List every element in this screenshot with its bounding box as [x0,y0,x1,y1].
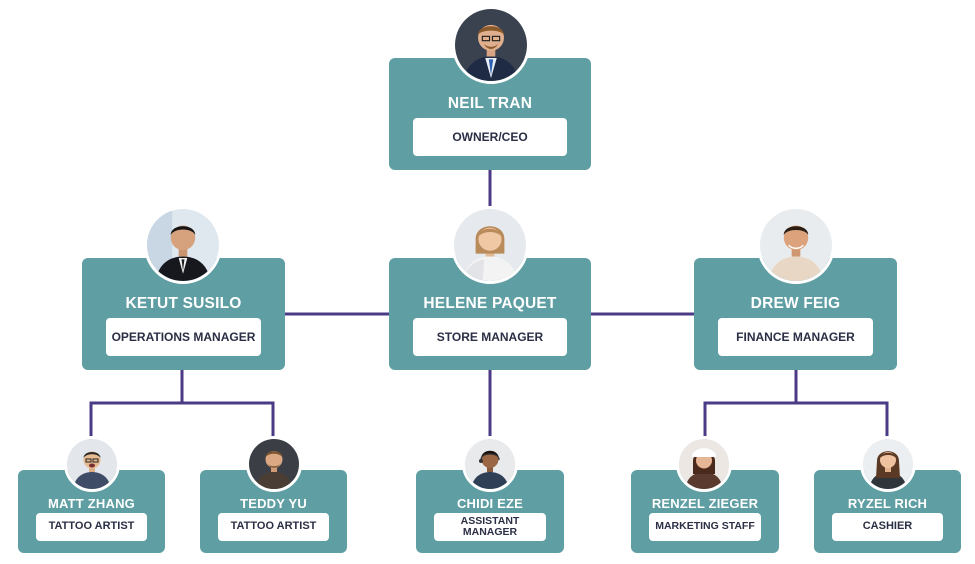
avatar-photo [757,206,835,284]
node-name: RENZEL ZIEGER [651,496,759,511]
node-name: KETUT SUSILO [125,295,242,312]
avatar-photo [462,436,518,492]
node-role: CASHIER [832,513,943,541]
node-role: FINANCE MANAGER [718,318,873,356]
avatar-photo [64,436,120,492]
avatar-photo [676,436,732,492]
avatar-photo [452,6,530,84]
node-role: OPERATIONS MANAGER [106,318,261,356]
org-node-tattoo-artist-2[interactable]: TEDDY YU TATTOO ARTIST [200,470,347,553]
node-role: OWNER/CEO [413,118,567,156]
org-node-assistant-manager[interactable]: CHIDI EZE ASSISTANT MANAGER [416,470,564,553]
avatar-photo [144,206,222,284]
node-name: DREW FEIG [750,295,841,312]
avatar-photo [860,436,916,492]
node-role: ASSISTANT MANAGER [434,513,546,541]
node-name: MATT ZHANG [48,496,135,511]
node-name: RYZEL RICH [847,496,928,511]
node-role: MARKETING STAFF [649,513,761,541]
node-name: CHIDI EZE [456,496,524,511]
node-name: NEIL TRAN [447,95,533,112]
avatar-photo [451,206,529,284]
avatar-photo [246,436,302,492]
node-name: HELENE PAQUET [423,295,557,312]
node-role: STORE MANAGER [413,318,567,356]
org-node-store-manager[interactable]: HELENE PAQUET STORE MANAGER [389,258,591,370]
node-name: TEDDY YU [240,496,307,511]
node-role: TATTOO ARTIST [36,513,147,541]
node-role: TATTOO ARTIST [218,513,329,541]
org-node-operations-manager[interactable]: KETUT SUSILO OPERATIONS MANAGER [82,258,285,370]
